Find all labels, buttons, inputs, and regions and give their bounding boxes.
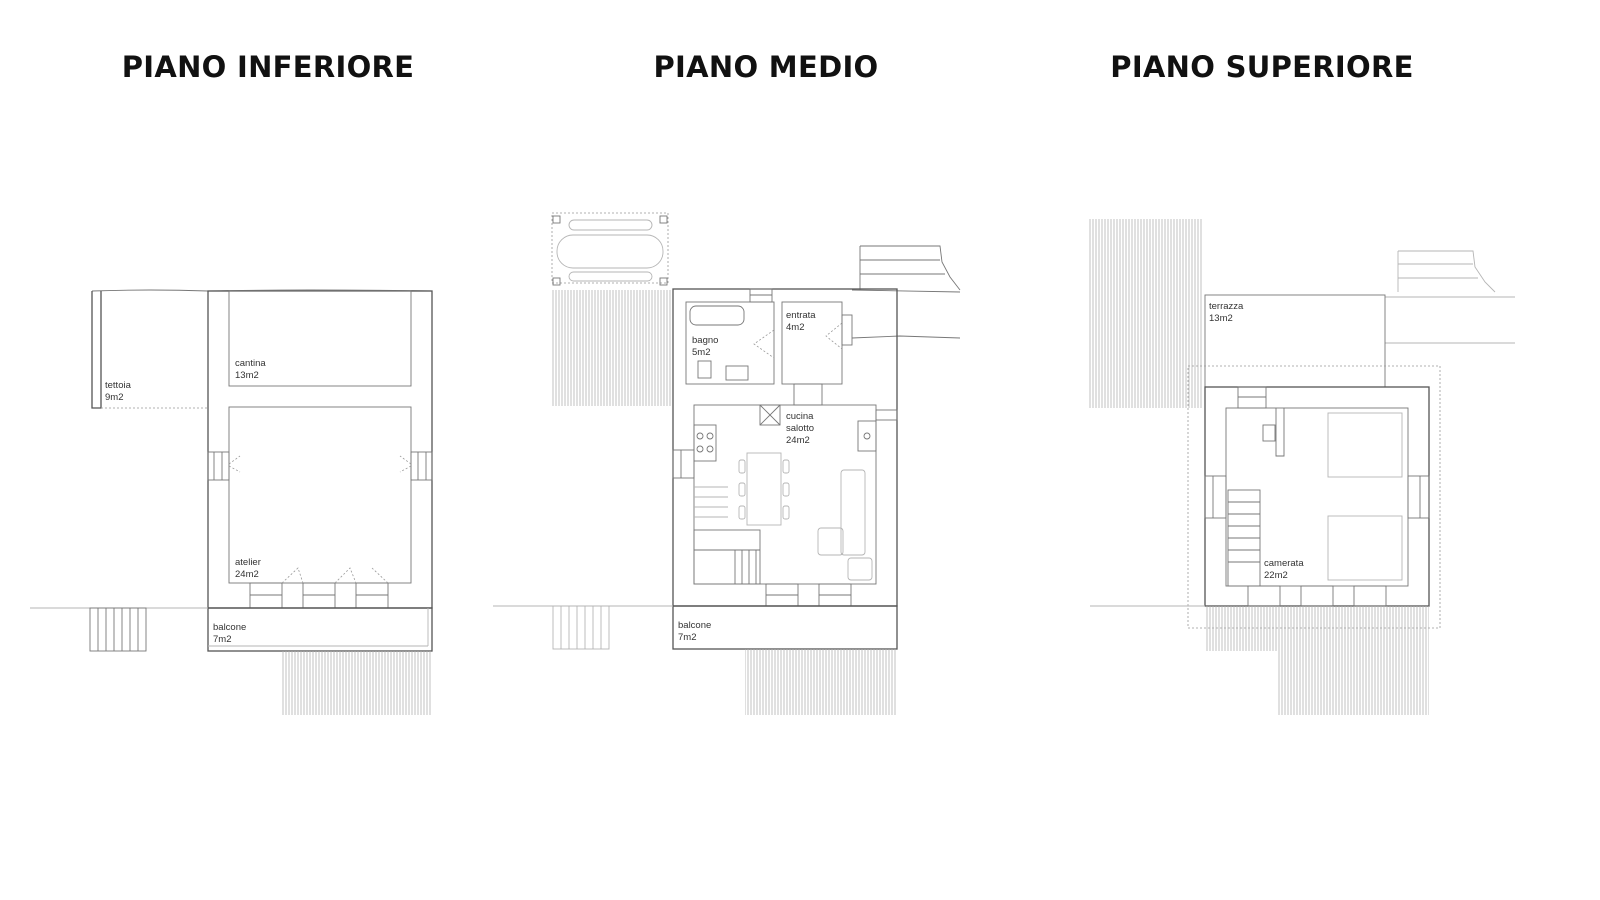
label-tettoia-area: 9m2: [105, 392, 123, 403]
label-atelier: atelier: [235, 557, 261, 568]
label-cantina: cantina: [235, 358, 266, 369]
label-cucina-area: 24m2: [786, 435, 810, 446]
label-salotto: salotto: [786, 423, 814, 434]
middle-floor-plan: bagno 5m2 entrata 4m2 cucina salotto 24m…: [493, 212, 961, 715]
label-tettoia: tettoia: [105, 380, 132, 391]
label-balcone-middle-area: 7m2: [678, 632, 696, 643]
label-camerata: camerata: [1264, 558, 1304, 569]
label-cantina-area: 13m2: [235, 370, 259, 381]
lower-floor-plan: tettoia 9m2 cantina 13m2 atelier 24m2 ba…: [30, 289, 433, 715]
label-terrazza-area: 13m2: [1209, 313, 1233, 324]
label-entrata-area: 4m2: [786, 322, 804, 333]
label-balcone-lower-area: 7m2: [213, 634, 231, 645]
label-camerata-area: 22m2: [1264, 570, 1288, 581]
label-cucina: cucina: [786, 411, 814, 422]
label-balcone-lower: balcone: [213, 622, 246, 633]
label-terrazza: terrazza: [1209, 301, 1244, 312]
label-balcone-middle: balcone: [678, 620, 711, 631]
label-bagno: bagno: [692, 335, 718, 346]
upper-floor-plan: terrazza 13m2 camerata 22m2: [1088, 219, 1515, 715]
label-bagno-area: 5m2: [692, 347, 710, 358]
title-middle-floor: PIANO MEDIO: [653, 50, 879, 84]
title-lower-floor: PIANO INFERIORE: [121, 50, 415, 84]
title-upper-floor: PIANO SUPERIORE: [1110, 50, 1414, 84]
label-atelier-area: 24m2: [235, 569, 259, 580]
label-entrata: entrata: [786, 310, 816, 321]
